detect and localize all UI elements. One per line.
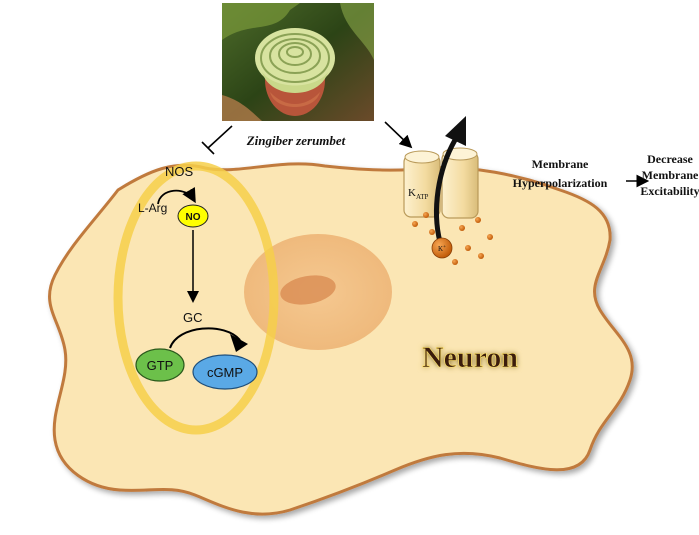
cgmp-node xyxy=(192,354,258,390)
potassium-ions xyxy=(412,212,493,265)
ion-dot xyxy=(429,229,435,235)
gtp-label: GTP xyxy=(147,358,174,373)
katp-main: K xyxy=(408,187,416,199)
potassium-ion-labeled xyxy=(431,237,453,259)
no-label: NO xyxy=(186,212,201,223)
ion-dot xyxy=(459,225,465,231)
excitability-line1: Decrease xyxy=(647,152,693,166)
potassium-ion-label: K+ xyxy=(438,245,446,253)
ion-dot xyxy=(412,221,418,227)
potassium-efflux-arrow xyxy=(434,138,458,243)
l-arg-label: L-Arg xyxy=(138,201,167,215)
hyperpolarization-line2: Hyperpolarization xyxy=(513,176,608,190)
inhibition-arrow xyxy=(201,125,233,155)
zingiber-plant-photo xyxy=(222,3,374,121)
activation-arrow-katp xyxy=(384,121,413,149)
excitability-line3: Excitability xyxy=(640,184,699,198)
potassium-efflux-arrowhead xyxy=(445,116,466,146)
ion-dot xyxy=(475,217,481,223)
gc-curved-arrow xyxy=(169,327,241,349)
gc-arrowhead xyxy=(230,334,248,352)
gtp-node xyxy=(135,348,185,382)
ion-main: K xyxy=(438,245,443,253)
nos-curved-arrow xyxy=(157,187,196,205)
ion-dot xyxy=(423,212,429,218)
no-node xyxy=(177,204,209,228)
ion-dot xyxy=(487,234,493,240)
nucleolus xyxy=(280,275,336,305)
katp-label: KATP xyxy=(408,187,429,201)
ion-dot xyxy=(452,259,458,265)
gc-label: GC xyxy=(183,310,203,325)
nos-label: NOS xyxy=(165,164,194,179)
neuron-label: Neuron xyxy=(422,341,518,374)
katp-subscript: ATP xyxy=(416,193,429,201)
cgmp-label: cGMP xyxy=(207,365,243,380)
katp-channel xyxy=(403,147,479,219)
ion-dot xyxy=(465,245,471,251)
excitability-line2: Membrane xyxy=(642,168,699,182)
pathway-highlight-ring xyxy=(113,161,279,435)
ion-superscript: + xyxy=(443,245,446,250)
plant-caption: Zingiber zerumbet xyxy=(246,133,346,148)
ion-dot xyxy=(478,253,484,259)
hyperpolarization-line1: Membrane xyxy=(532,157,589,171)
